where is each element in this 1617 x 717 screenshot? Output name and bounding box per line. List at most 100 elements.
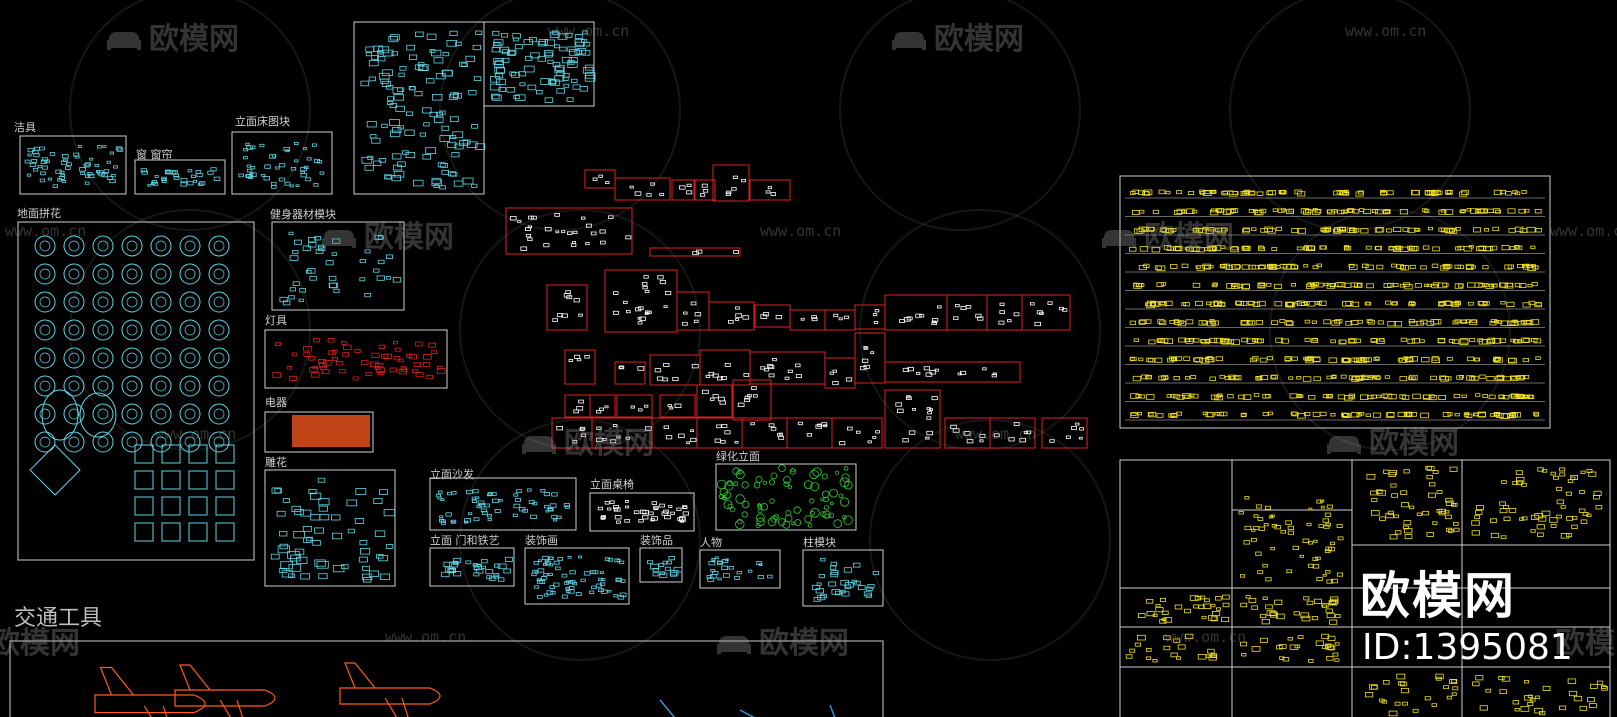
cad-symbol bbox=[690, 429, 694, 432]
cad-symbol bbox=[359, 540, 368, 546]
cad-symbol bbox=[1188, 190, 1195, 195]
cad-symbol bbox=[1541, 469, 1548, 473]
cad-symbol bbox=[539, 580, 546, 584]
floor-pattern-medallion bbox=[126, 436, 138, 448]
cad-symbol bbox=[1394, 701, 1401, 706]
cad-symbol bbox=[1517, 339, 1523, 344]
cad-symbol bbox=[1238, 394, 1246, 400]
cad-symbol bbox=[1222, 209, 1232, 215]
floor-pattern-medallion bbox=[97, 380, 109, 392]
cad-symbol bbox=[1383, 393, 1393, 400]
cad-symbol bbox=[1297, 412, 1306, 419]
cad-symbol bbox=[491, 492, 497, 496]
cad-symbol bbox=[832, 380, 839, 386]
cad-symbol bbox=[1334, 642, 1340, 646]
cad-symbol bbox=[654, 368, 662, 373]
cad-symbol bbox=[497, 577, 505, 582]
cad-symbol bbox=[1260, 227, 1268, 233]
cad-symbol bbox=[1515, 470, 1523, 475]
cad-symbol bbox=[691, 363, 699, 369]
cad-symbol bbox=[1308, 541, 1313, 545]
cad-symbol bbox=[1223, 339, 1229, 343]
cad-symbol bbox=[34, 146, 40, 151]
cad-symbol bbox=[1523, 374, 1530, 379]
cad-symbol bbox=[1343, 357, 1350, 363]
cad-symbol bbox=[678, 517, 686, 522]
cad-symbol bbox=[492, 94, 502, 101]
cad-symbol bbox=[1517, 263, 1524, 269]
cad-symbol bbox=[1236, 300, 1244, 306]
cad-symbol bbox=[1476, 505, 1484, 510]
cad-symbol bbox=[1491, 283, 1498, 288]
cad-symbol bbox=[453, 557, 461, 563]
cad-symbol bbox=[651, 516, 658, 521]
cad-symbol bbox=[26, 173, 32, 177]
cad-symbol bbox=[1432, 521, 1438, 525]
cad-symbol bbox=[364, 249, 371, 254]
cad-symbol bbox=[709, 397, 715, 401]
cad-symbol bbox=[1550, 471, 1557, 476]
cad-symbol bbox=[1173, 638, 1180, 643]
floor-pattern-medallion bbox=[150, 235, 172, 257]
cad-symbol bbox=[1130, 356, 1137, 362]
cad-symbol bbox=[385, 544, 394, 549]
cad-symbol bbox=[1587, 697, 1595, 703]
cad-symbol bbox=[557, 557, 564, 561]
cad-symbol bbox=[1356, 283, 1362, 287]
cad-symbol bbox=[609, 500, 615, 504]
tree-symbol bbox=[783, 476, 791, 484]
cad-symbol bbox=[923, 366, 931, 371]
cad-symbol bbox=[291, 352, 298, 357]
cad-symbol bbox=[576, 358, 582, 362]
cad-symbol bbox=[1343, 189, 1349, 193]
cad-symbol bbox=[1490, 518, 1497, 523]
cad-symbol bbox=[318, 362, 328, 368]
cad-symbol bbox=[1527, 394, 1534, 399]
cad-symbol bbox=[1163, 635, 1171, 641]
cad-symbol bbox=[544, 39, 556, 47]
cad-symbol bbox=[547, 507, 553, 511]
cad-symbol bbox=[1240, 412, 1247, 417]
cad-symbol bbox=[1262, 596, 1268, 600]
cad-symbol bbox=[1366, 283, 1374, 289]
cad-symbol bbox=[106, 160, 111, 164]
floor-pattern-medallion bbox=[126, 380, 138, 392]
cad-symbol bbox=[1231, 264, 1240, 270]
cad-symbol bbox=[581, 49, 591, 56]
cad-symbol bbox=[668, 556, 676, 561]
cad-symbol bbox=[1389, 534, 1398, 540]
cad-symbol bbox=[1233, 375, 1242, 381]
cad-symbol bbox=[664, 515, 671, 520]
tree-symbol bbox=[735, 494, 745, 504]
cad-symbol bbox=[1198, 604, 1205, 609]
floor-tile bbox=[161, 496, 181, 516]
cad-symbol bbox=[394, 347, 401, 352]
cad-symbol bbox=[1221, 616, 1230, 622]
cad-symbol bbox=[966, 439, 974, 444]
cad-symbol bbox=[1200, 339, 1206, 343]
cad-symbol bbox=[1318, 524, 1324, 528]
floor-pattern-medallion bbox=[97, 296, 109, 308]
cad-symbol bbox=[1388, 710, 1398, 717]
cad-symbol bbox=[1396, 264, 1404, 270]
cad-symbol bbox=[543, 593, 549, 597]
tree-symbol bbox=[810, 510, 815, 516]
cad-symbol bbox=[600, 516, 606, 520]
cad-symbol bbox=[619, 366, 624, 370]
tree-symbol bbox=[839, 477, 850, 488]
cad-symbol bbox=[640, 509, 647, 514]
cad-symbol bbox=[1499, 189, 1507, 195]
cad-symbol bbox=[637, 316, 642, 320]
floor-pattern-medallion bbox=[68, 436, 80, 448]
cad-symbol bbox=[1176, 656, 1182, 660]
floor-pattern-medallion bbox=[63, 235, 85, 257]
tree-symbol bbox=[838, 493, 844, 499]
cad-symbol bbox=[1008, 437, 1015, 442]
cad-symbol bbox=[979, 433, 986, 438]
cad-symbol bbox=[291, 505, 302, 512]
cad-symbol bbox=[1385, 300, 1392, 305]
cad-symbol bbox=[480, 508, 487, 513]
cad-symbol bbox=[369, 134, 377, 139]
cad-symbol bbox=[1474, 515, 1481, 520]
